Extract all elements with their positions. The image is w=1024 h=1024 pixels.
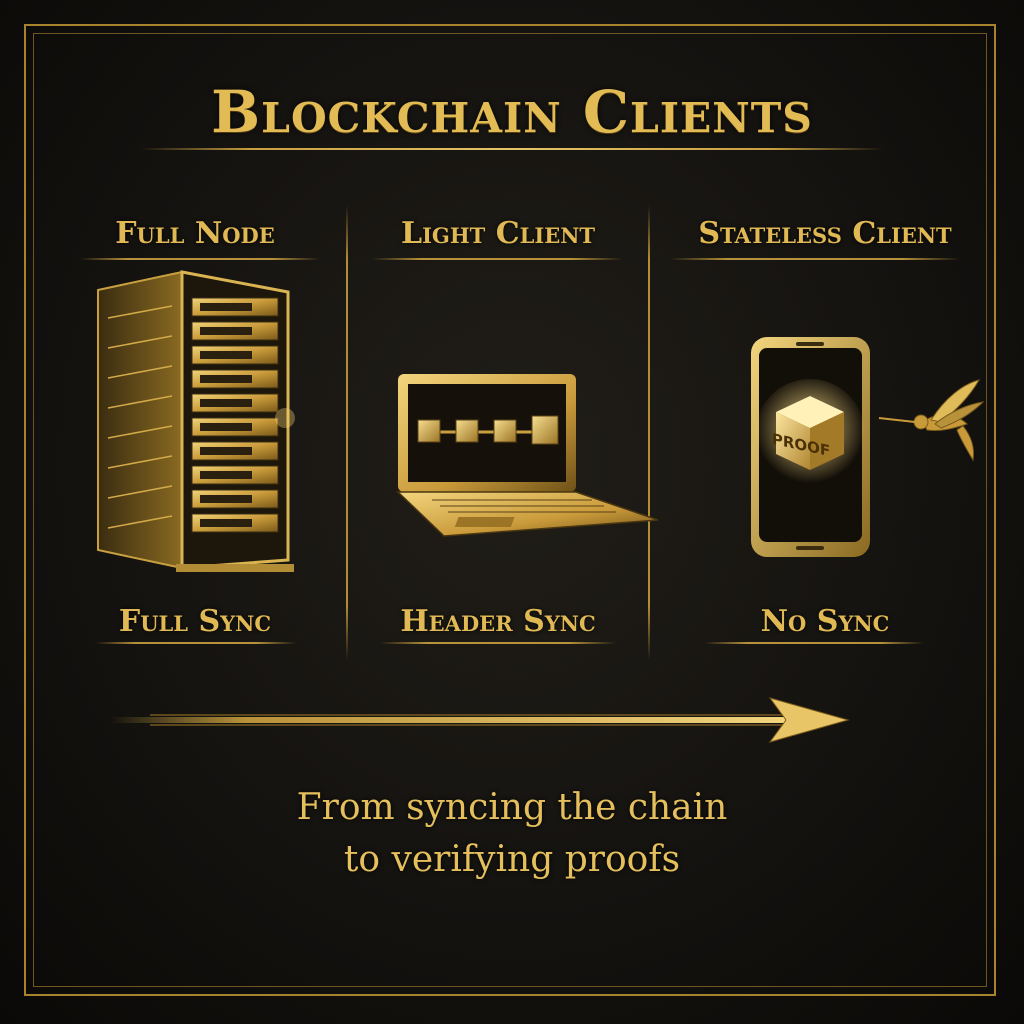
sync-rule-full-node xyxy=(96,642,296,644)
server-rack-icon xyxy=(97,270,295,572)
sync-stateless-client: No Sync xyxy=(760,604,890,639)
arrow-right-icon xyxy=(110,697,850,743)
heading-rule-light-client xyxy=(372,258,622,260)
heading-full-node: Full Node xyxy=(115,216,275,251)
inner-frame xyxy=(33,33,987,987)
smartphone-icon xyxy=(751,337,870,557)
footer-line-2: to verifying proofs xyxy=(343,839,681,880)
sync-rule-light-client xyxy=(380,642,616,644)
sync-full-node: Full Sync xyxy=(118,604,272,639)
title-rule xyxy=(140,148,884,150)
footer-line-1: From syncing the chain xyxy=(296,787,728,828)
heading-rule-full-node xyxy=(80,258,320,260)
footer-caption: From syncing the chain to verifying proo… xyxy=(0,782,1024,886)
heading-rule-stateless-client xyxy=(670,258,960,260)
outer-frame xyxy=(24,24,996,996)
column-divider-right xyxy=(648,205,650,660)
sync-light-client: Header Sync xyxy=(400,604,596,639)
column-divider-left xyxy=(346,205,348,660)
laptop-icon xyxy=(396,374,659,537)
sync-rule-stateless-client xyxy=(704,642,924,644)
heading-stateless-client: Stateless Client xyxy=(698,216,952,251)
hummingbird-icon xyxy=(878,379,985,462)
page-title: Blockchain Clients xyxy=(211,78,813,146)
proof-cube-icon xyxy=(776,396,844,470)
chain-blocks-icon xyxy=(417,415,559,445)
heading-light-client: Light Client xyxy=(400,216,596,251)
